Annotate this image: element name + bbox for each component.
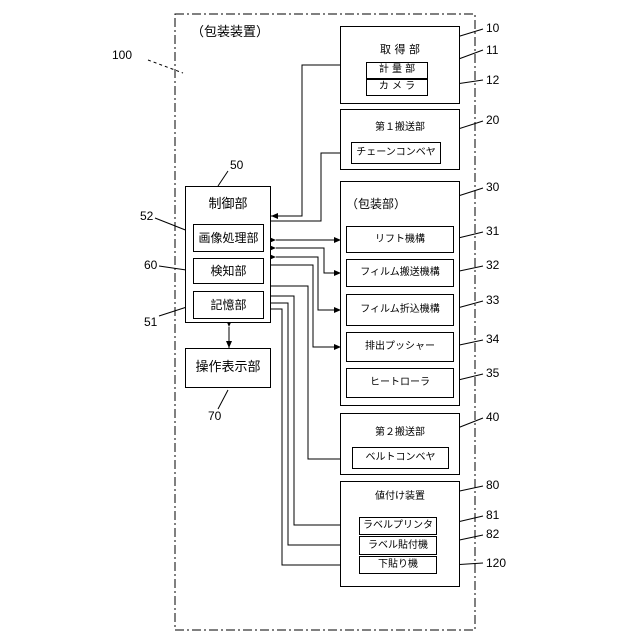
line-acquisition-to-control [271, 65, 340, 216]
chain-conveyor-label: チェーンコンベヤ [351, 148, 441, 158]
ref-20: 20 [486, 114, 499, 126]
ref-10: 10 [486, 22, 499, 34]
discharge-pusher-label: 排出プッシャー [346, 342, 454, 352]
label-printer-label: ラベルプリンタ [359, 521, 437, 531]
label-applicator-label: ラベル貼付機 [359, 541, 437, 551]
ref-30: 30 [486, 181, 499, 193]
ref-52: 52 [140, 210, 153, 222]
packaging-apparatus-label: （包装装置） [191, 26, 269, 39]
ref-35: 35 [486, 367, 499, 379]
ref-100: 100 [112, 49, 132, 61]
storage-label: 記憶部 [193, 299, 264, 311]
heat-roller-label: ヒートローラ [346, 378, 454, 388]
ref-40: 40 [486, 411, 499, 423]
ref-82: 82 [486, 528, 499, 540]
image-processing-label: 画像処理部 [193, 232, 264, 244]
weighing-unit-label: 計 量 部 [366, 65, 428, 75]
ref-31: 31 [486, 225, 499, 237]
line-control-film-transport [276, 248, 341, 273]
packaging-unit-label: （包装部） [346, 198, 406, 210]
first-conveyor-label: 第１搬送部 [340, 123, 460, 133]
ref-34: 34 [486, 333, 499, 345]
line-control-to-chain-conveyor [271, 153, 351, 221]
ref-120: 120 [486, 557, 506, 569]
ref-50: 50 [230, 159, 243, 171]
lift-mechanism-label: リフト機構 [346, 235, 454, 245]
detection-label: 検知部 [193, 265, 264, 277]
second-conveyor-label: 第２搬送部 [340, 428, 460, 438]
ref-32: 32 [486, 259, 499, 271]
pricing-device-label: 値付け装置 [340, 492, 460, 502]
acquisition-unit-label: 取 得 部 [340, 44, 460, 55]
ref-80: 80 [486, 479, 499, 491]
under-label-machine-label: 下貼り機 [359, 560, 437, 570]
leader-50 [218, 171, 228, 186]
belt-conveyor-label: ベルトコンベヤ [352, 453, 449, 463]
film-transport-label: フィルム搬送機構 [346, 268, 454, 278]
operation-display-label: 操作表示部 [185, 361, 271, 374]
leader-100 [148, 60, 183, 73]
ref-33: 33 [486, 294, 499, 306]
ref-60: 60 [144, 259, 157, 271]
leader-70 [218, 390, 228, 409]
ref-51: 51 [144, 316, 157, 328]
ref-11: 11 [486, 44, 498, 56]
ref-12: 12 [486, 74, 499, 86]
ref-81: 81 [486, 509, 499, 521]
ref-70: 70 [208, 410, 221, 422]
camera-label: カ メ ラ [366, 82, 428, 92]
film-folding-label: フィルム折込機構 [346, 305, 454, 315]
control-unit-label: 制御部 [185, 198, 271, 211]
line-control-belt-conveyor [271, 286, 351, 459]
